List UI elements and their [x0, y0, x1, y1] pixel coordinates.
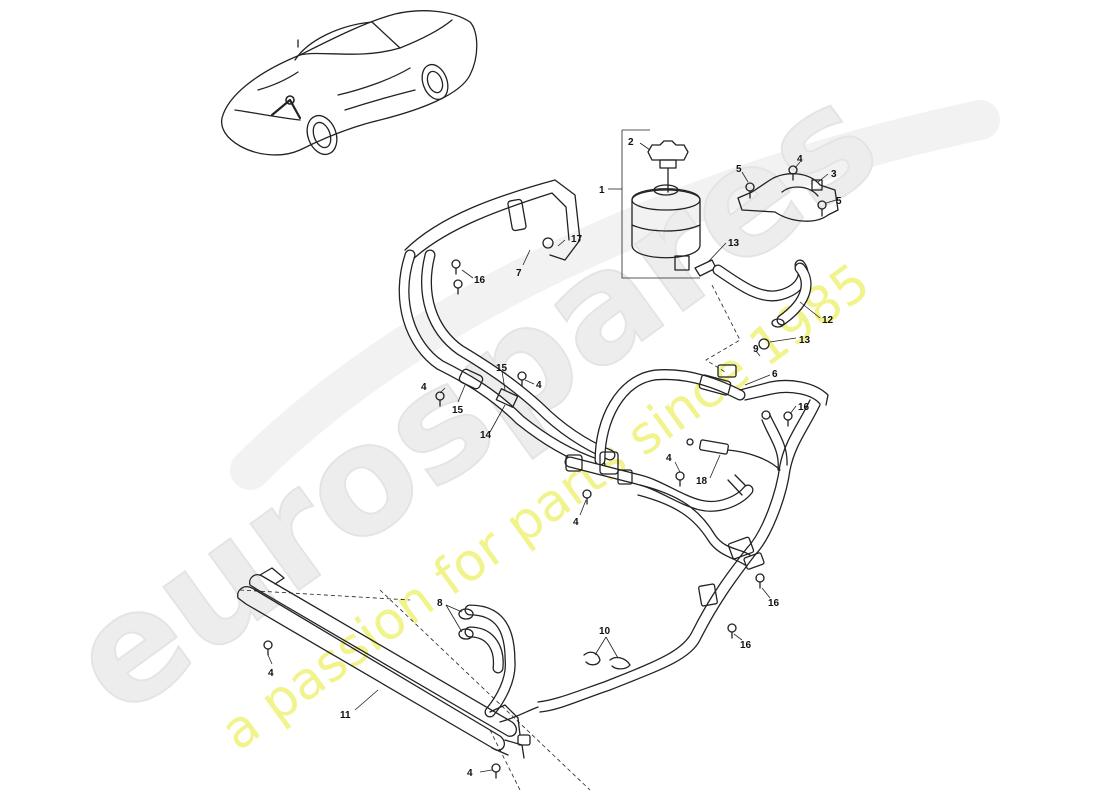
- bolts: [263, 259, 793, 779]
- callout-15: 15: [496, 363, 508, 374]
- callout-15: 15: [452, 405, 464, 416]
- callout-16: 16: [740, 640, 752, 651]
- oil-cooler: [237, 567, 531, 759]
- callout-10: 10: [599, 626, 611, 637]
- callout-13: 13: [799, 335, 811, 346]
- callout-5: 5: [736, 164, 742, 175]
- callout-8: 8: [437, 598, 443, 609]
- callout-12: 12: [822, 315, 834, 326]
- callout-14: 14: [480, 430, 492, 441]
- callout-4: 4: [536, 380, 542, 391]
- fluid-reservoir: [631, 184, 701, 271]
- callout-4: 4: [421, 382, 427, 393]
- callout-4: 4: [666, 453, 672, 464]
- callout-4: 4: [797, 154, 803, 165]
- pressure-hose-assembly: [398, 179, 829, 723]
- reservoir-group: [621, 129, 717, 279]
- callout-5: 5: [836, 196, 842, 207]
- callout-13: 13: [728, 238, 740, 249]
- callout-3: 3: [831, 169, 837, 180]
- callout-18: 18: [696, 476, 708, 487]
- callout-16: 16: [474, 275, 486, 286]
- car-thumbnail-icon: [220, 10, 478, 156]
- callout-16: 16: [768, 598, 780, 609]
- callout-4: 4: [268, 668, 274, 679]
- callout-16: 16: [798, 402, 810, 413]
- callout-4: 4: [467, 768, 473, 779]
- callout-7: 7: [516, 268, 522, 279]
- callout-17: 17: [571, 234, 583, 245]
- hose-clips: [458, 608, 631, 670]
- reservoir-bracket: [737, 165, 839, 222]
- reference-lines: [239, 284, 741, 791]
- watermark-brand: eurospares: [39, 51, 909, 749]
- callout-4: 4: [573, 517, 579, 528]
- callout-leaders: [267, 142, 837, 773]
- callout-11: 11: [340, 710, 351, 721]
- callout-6: 6: [772, 369, 778, 380]
- watermark-swoosh: [230, 100, 1000, 490]
- callout-1: 1: [599, 185, 605, 196]
- callout-9: 9: [753, 344, 759, 355]
- callout-labels: 1 2 3 4 5 5 4 13 17 7 16 16 12 13 9 6 15…: [268, 137, 842, 779]
- callout-2: 2: [628, 137, 634, 148]
